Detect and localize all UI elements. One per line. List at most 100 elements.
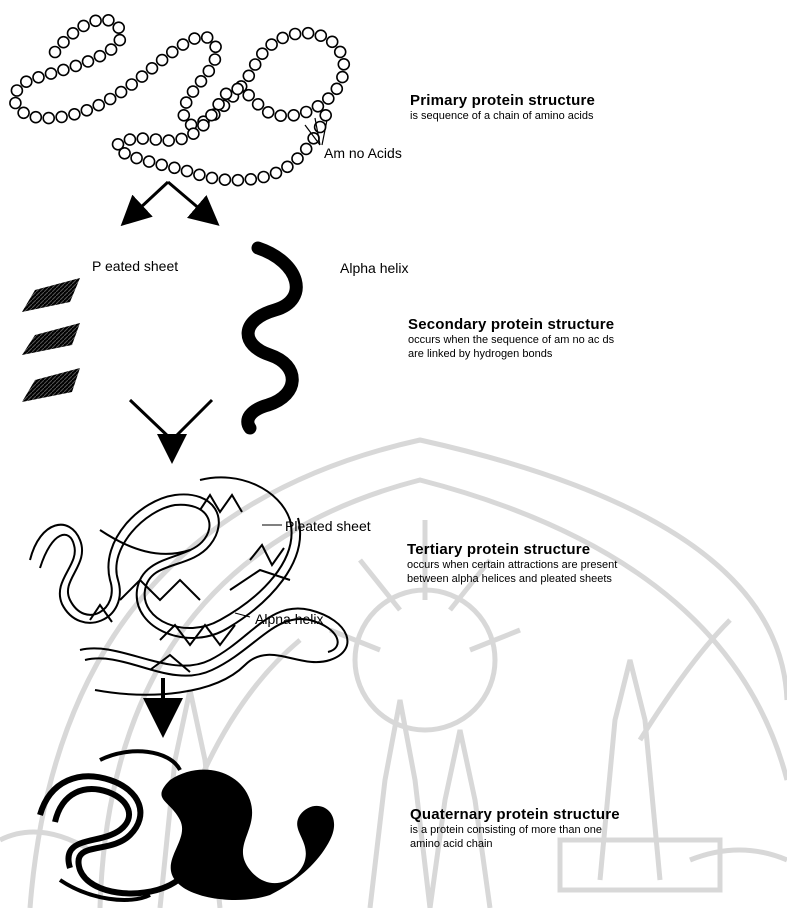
level-title: Secondary protein structure: [408, 316, 614, 333]
level-desc-line: occurs when the sequence of am no ac ds: [408, 333, 614, 347]
amino-acid-bead: [243, 90, 254, 101]
level-quaternary: Quaternary protein structure is a protei…: [410, 806, 620, 851]
amino-acid-bead: [93, 100, 104, 111]
amino-acid-bead: [182, 166, 193, 177]
label-alpha-helix-tertiary: Alpna helix: [255, 611, 324, 627]
amino-acid-bead: [78, 20, 89, 31]
amino-acid-bead: [106, 44, 117, 55]
amino-acid-bead: [103, 15, 114, 26]
pleated-sheet-fragment-1: [22, 278, 80, 312]
amino-acid-bead: [301, 107, 312, 118]
amino-acid-bead: [257, 48, 268, 59]
amino-acid-bead: [337, 72, 348, 83]
amino-acid-bead: [188, 86, 199, 97]
amino-acid-bead: [288, 110, 299, 121]
amino-acid-bead: [131, 153, 142, 164]
amino-acid-bead: [202, 32, 213, 43]
amino-acid-bead: [245, 174, 256, 185]
amino-acid-bead: [176, 133, 187, 144]
amino-acid-bead: [58, 37, 69, 48]
amino-acid-bead: [10, 98, 21, 109]
amino-acid-bead: [11, 85, 22, 96]
amino-acid-bead: [144, 156, 155, 167]
arrow-to-pleated-sheet: [125, 182, 168, 222]
amino-acid-bead: [282, 161, 293, 172]
label-pleated-sheet-secondary: P eated sheet: [92, 258, 178, 274]
level-title: Tertiary protein structure: [407, 541, 617, 558]
amino-acid-bead: [323, 93, 334, 104]
amino-acid-bead: [90, 15, 101, 26]
label-amino-acids: Am no Acids: [324, 145, 402, 161]
amino-acid-bead: [189, 33, 200, 44]
amino-acid-bead: [116, 87, 127, 98]
amino-acid-bead: [50, 47, 61, 58]
amino-acid-bead: [113, 22, 124, 33]
amino-acid-bead: [150, 134, 161, 145]
merge-arrow: [130, 400, 212, 458]
amino-acid-bead: [157, 55, 168, 66]
amino-acid-bead: [271, 167, 282, 178]
level-desc-line: is a protein consisting of more than one: [410, 823, 620, 837]
amino-acid-bead: [46, 68, 57, 79]
amino-acid-bead: [315, 30, 326, 41]
pleated-sheet-fragment-3: [22, 368, 80, 402]
watermark-seal: [0, 440, 787, 908]
amino-acid-bead: [178, 39, 189, 50]
amino-acid-bead: [209, 54, 220, 65]
amino-acid-bead: [266, 39, 277, 50]
amino-acid-bead: [232, 83, 243, 94]
amino-acid-bead: [30, 112, 41, 123]
alpha-helix-shape: [248, 248, 297, 428]
amino-acid-bead: [275, 110, 286, 121]
amino-acid-bead: [18, 107, 29, 118]
amino-acid-bead: [207, 172, 218, 183]
level-tertiary: Tertiary protein structure occurs when c…: [407, 541, 617, 586]
quaternary-structure: [40, 751, 334, 900]
level-title: Primary protein structure: [410, 92, 595, 109]
amino-acid-bead: [221, 88, 232, 99]
amino-acid-bead: [178, 110, 189, 121]
level-desc-line: is sequence of a chain of amino acids: [410, 109, 595, 123]
amino-acid-bead: [114, 35, 125, 46]
amino-acid-bead: [203, 66, 214, 77]
amino-acid-bead: [56, 111, 67, 122]
amino-acid-bead: [137, 71, 148, 82]
level-desc-line: between alpha helices and pleated sheets: [407, 572, 617, 586]
pleated-sheet-fragments: [22, 278, 80, 402]
level-desc-line: amino acid chain: [410, 837, 620, 851]
pleated-sheet-fragment-2: [22, 323, 80, 355]
amino-acid-bead: [70, 60, 81, 71]
amino-acid-bead: [169, 162, 180, 173]
amino-acid-bead: [232, 175, 243, 186]
amino-acid-bead: [335, 46, 346, 57]
level-title: Quaternary protein structure: [410, 806, 620, 823]
amino-acid-bead: [250, 59, 261, 70]
amino-acid-bead: [320, 110, 331, 121]
level-desc-line: are linked by hydrogen bonds: [408, 347, 614, 361]
amino-acid-bead: [290, 29, 301, 40]
label-alpha-helix-secondary: Alpha helix: [340, 260, 409, 276]
amino-acid-bead: [147, 63, 158, 74]
amino-acid-bead: [198, 120, 209, 131]
amino-acid-bead: [69, 109, 80, 120]
amino-acid-bead: [105, 94, 116, 105]
amino-acid-bead: [331, 83, 342, 94]
amino-acid-bead: [210, 41, 221, 52]
amino-acid-bead: [253, 99, 264, 110]
level-secondary: Secondary protein structure occurs when …: [408, 316, 614, 361]
amino-acid-bead: [243, 70, 254, 81]
arrow-to-alpha-helix: [168, 182, 215, 222]
label-pleated-sheet-tertiary: Pleated sheet: [285, 518, 371, 534]
amino-acid-bead: [21, 76, 32, 87]
amino-acid-bead: [213, 99, 224, 110]
amino-acid-beads: [10, 15, 349, 186]
amino-acid-bead: [68, 28, 79, 39]
amino-acid-bead: [163, 135, 174, 146]
amino-acid-bead: [167, 47, 178, 58]
amino-acid-bead: [263, 107, 274, 118]
level-primary: Primary protein structure is sequence of…: [410, 92, 595, 123]
amino-acid-bead: [124, 134, 135, 145]
amino-acid-bead: [81, 105, 92, 116]
